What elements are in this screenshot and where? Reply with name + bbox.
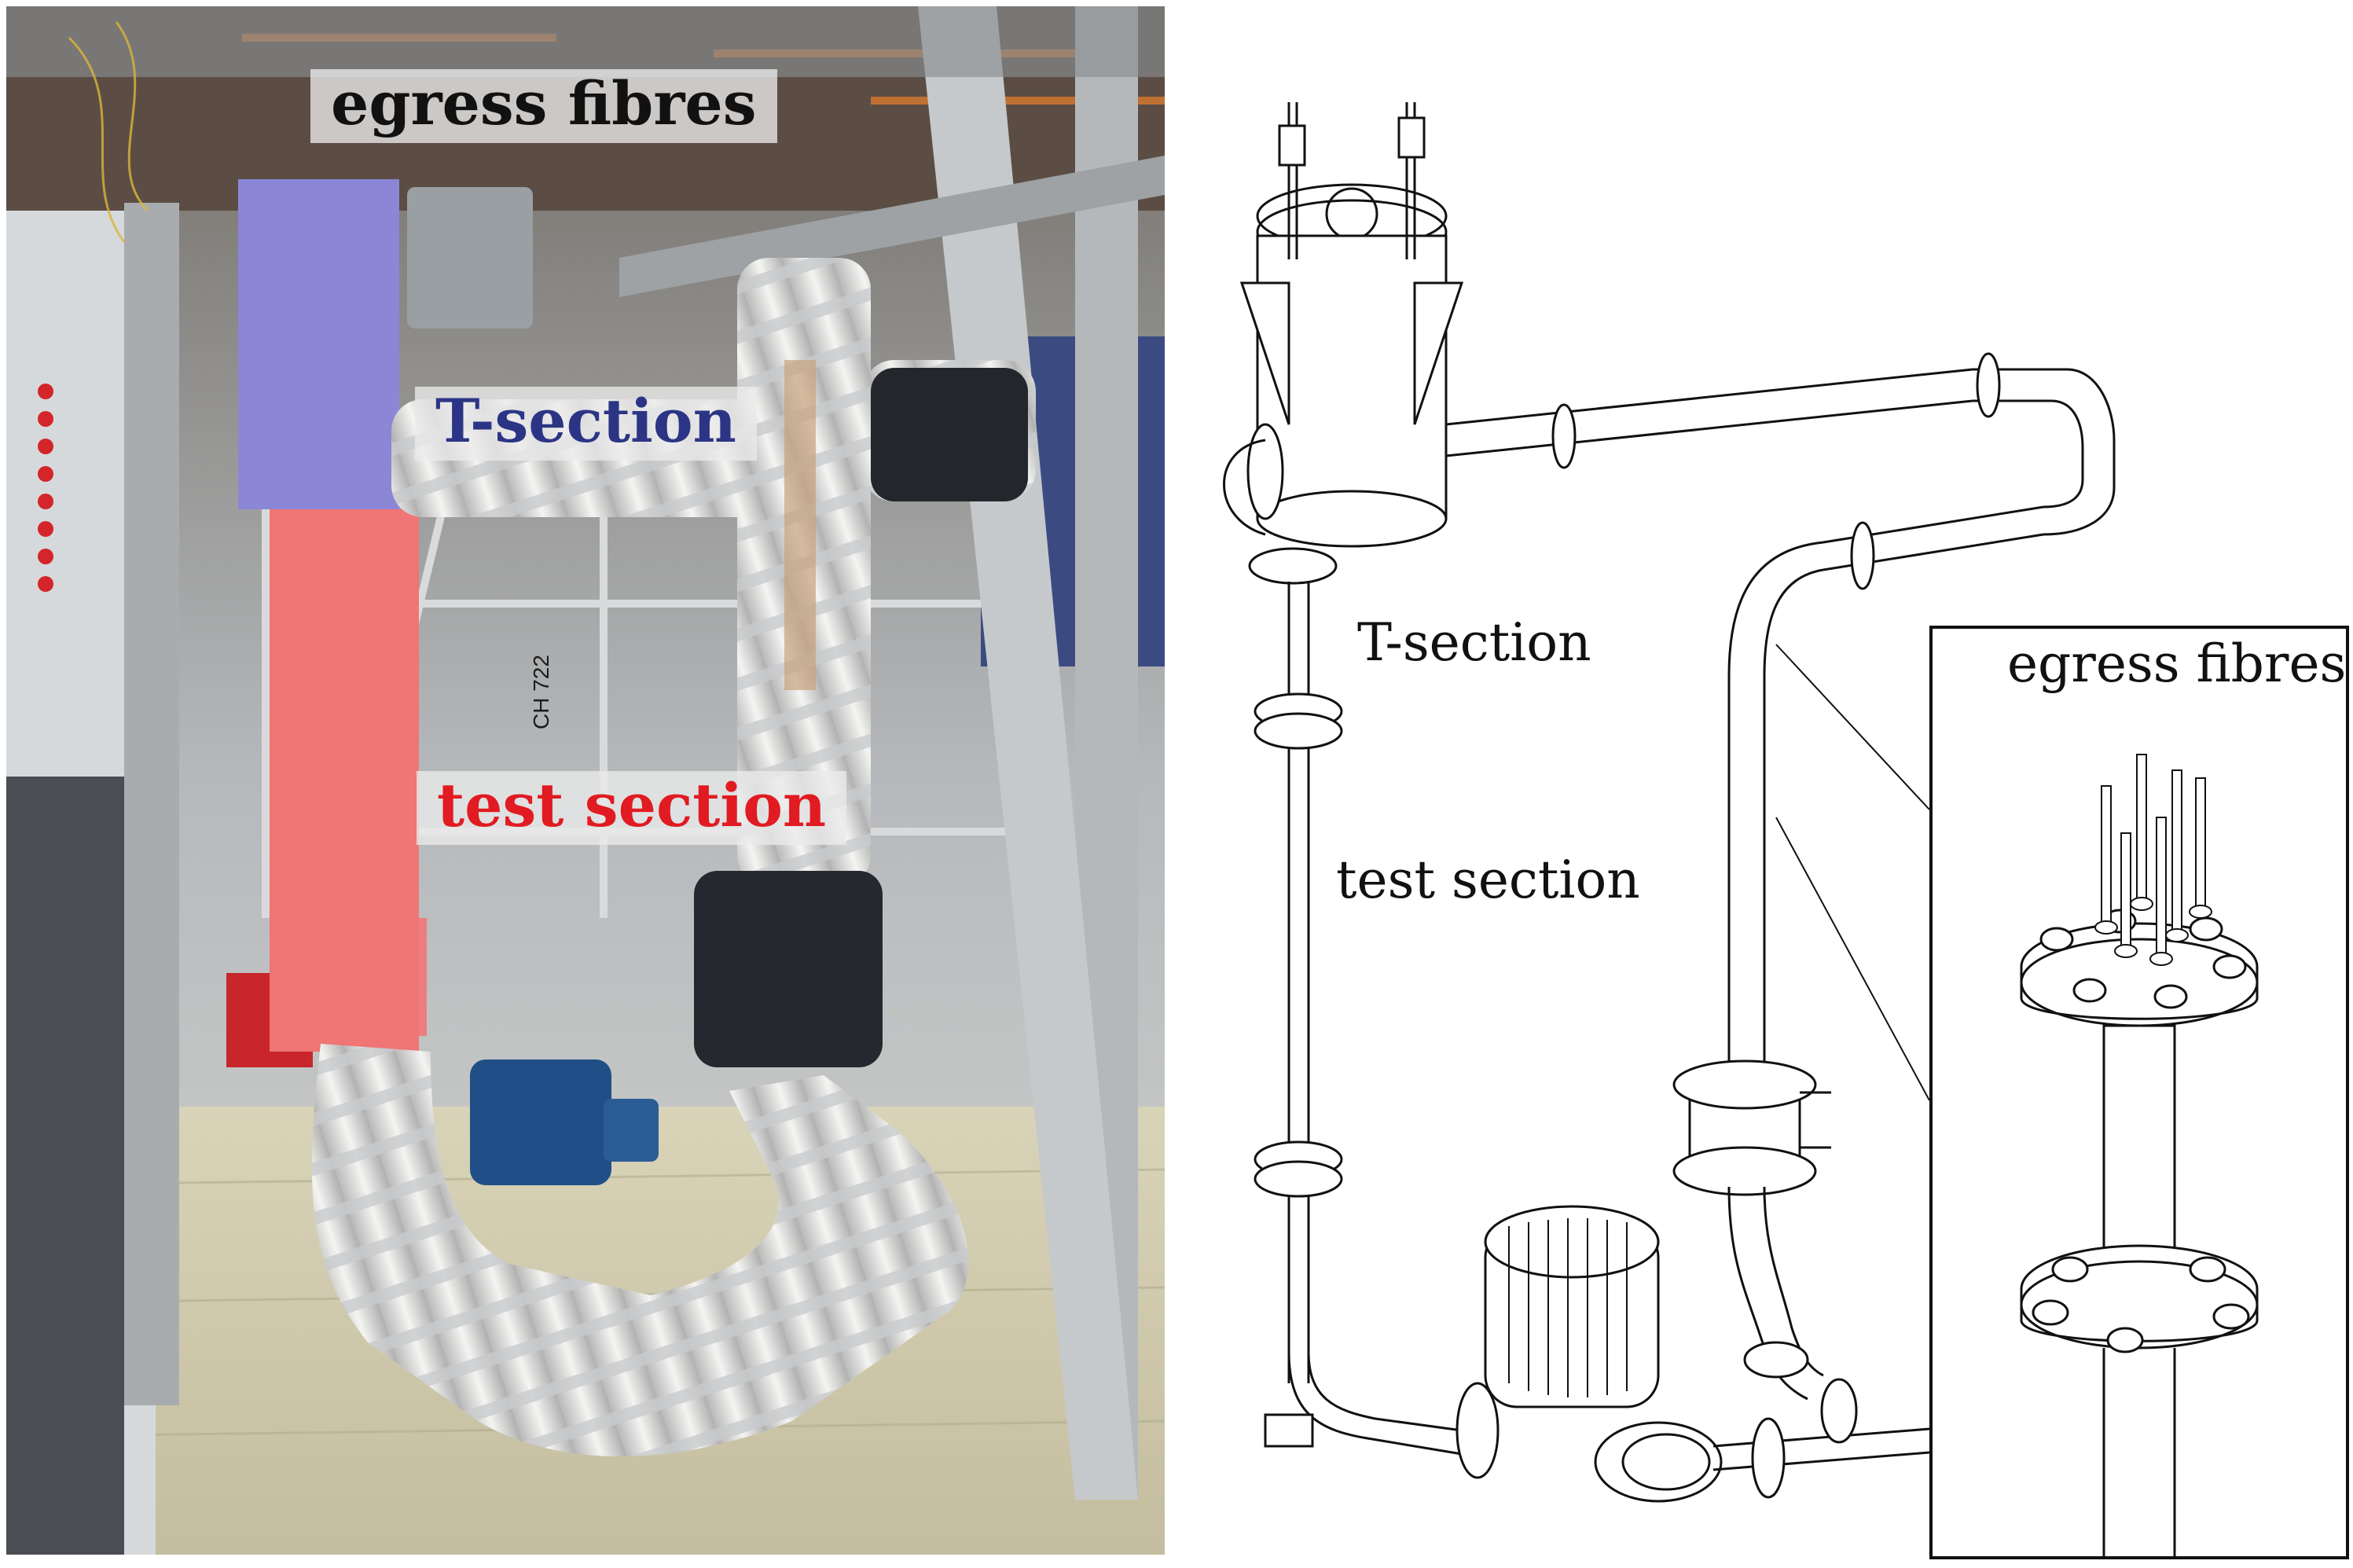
photo-panel: CH 722 egress fibres T-section test sect… <box>6 6 1165 1555</box>
inset-leader-top <box>1775 644 1930 810</box>
pump-assembly <box>1455 1205 2107 1503</box>
inset-label-egress-fibres: egress fibres <box>2007 633 2347 694</box>
photo-label-egress-fibres: egress fibres <box>310 69 777 143</box>
photo-label-test-section: test section <box>417 771 847 845</box>
return-pipe <box>1445 352 2116 1061</box>
inset-leader-bottom <box>1775 817 1930 1101</box>
vessel-top <box>407 187 533 329</box>
photo-illustration: CH 722 <box>6 6 1165 1555</box>
pump-motor <box>470 1059 611 1185</box>
expansion-joint <box>1672 1059 1858 1444</box>
lower-loop-insulation <box>311 1044 969 1456</box>
rack-marking: CH 722 <box>529 655 553 729</box>
egress-section-highlight <box>238 179 399 509</box>
egress-fibres-inset: egress fibres <box>1929 626 2349 1559</box>
drawing-panel: T-section test section <box>1179 0 2353 1568</box>
heater-jacket-lower <box>694 871 883 1067</box>
inset-flange-drawing <box>2020 754 2259 1556</box>
cabinet-lower <box>6 777 124 1555</box>
heater-jacket-upper <box>871 368 1028 501</box>
test-section-pipe <box>1254 582 1463 1456</box>
upper-left-connection <box>1223 423 1338 585</box>
cabinet-indicator-lights <box>38 384 53 592</box>
photo-label-t-section: T-section <box>415 387 757 461</box>
support-frame <box>6 6 1165 1500</box>
top-vessel <box>1239 102 1464 548</box>
drawing-label-test-section: test section <box>1336 850 1640 910</box>
loop-line-drawing <box>1223 102 2116 1503</box>
fibre-cables <box>68 21 149 243</box>
drawing-label-t-section: T-section <box>1357 612 1591 673</box>
